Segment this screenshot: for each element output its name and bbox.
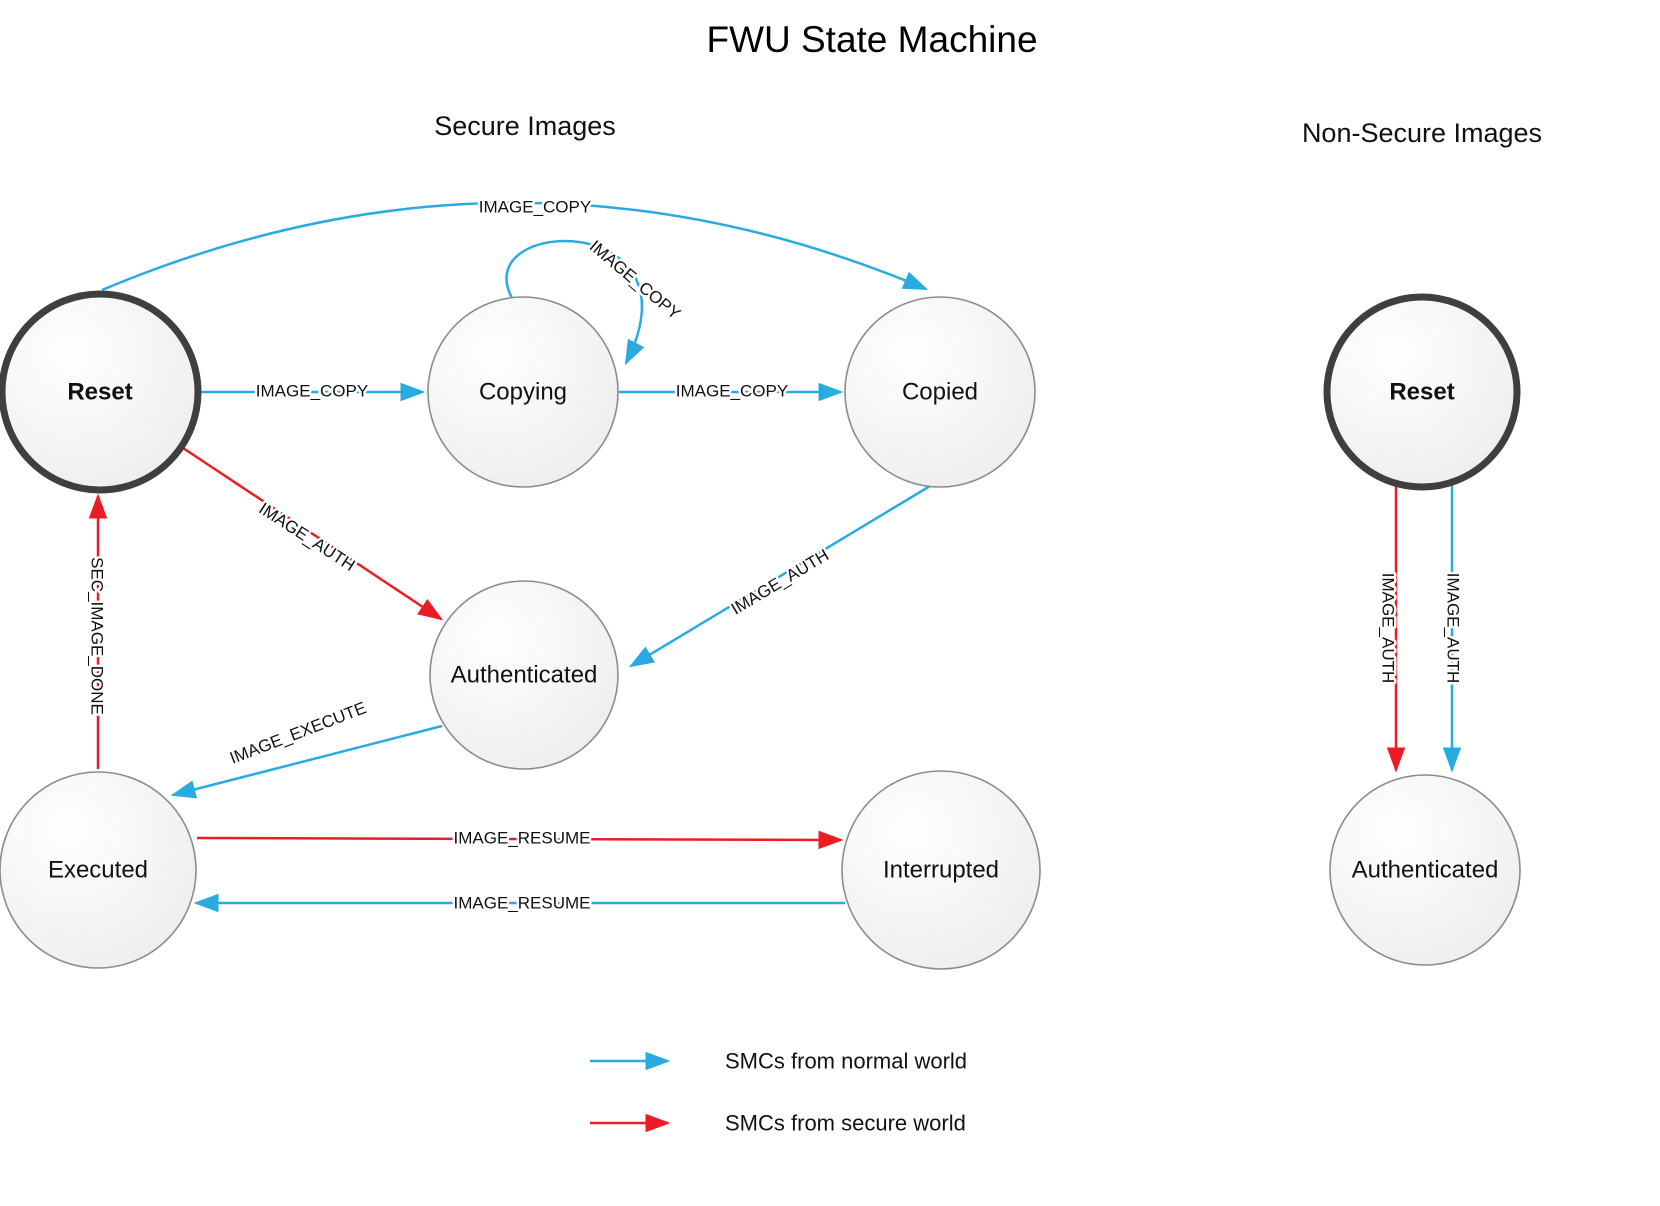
non-secure-section: Reset Authenticated IMAGE_AUTH IMAGE_AUT… [1323, 293, 1521, 966]
label-copying-to-copied: IMAGE_COPY [676, 382, 788, 401]
state-authenticated: Authenticated [429, 580, 619, 770]
state-circle-executed [0, 771, 197, 969]
transition-reset-to-copied-top-arc [101, 201, 929, 292]
label-interrupted-to-executed: IMAGE_RESUME [454, 894, 591, 913]
label-reset-to-authenticated: IMAGE_AUTH [255, 499, 358, 575]
label-executed-to-interrupted: IMAGE_RESUME [454, 829, 591, 848]
state-circle-reset-secure [0, 290, 202, 494]
state-circle-copied [844, 296, 1036, 488]
state-reset-non-secure: Reset [1323, 293, 1521, 491]
label-copied-to-authenticated: IMAGE_AUTH [728, 545, 833, 618]
state-label-reset-non-secure: Reset [1389, 379, 1454, 406]
state-executed: Executed [0, 771, 197, 969]
transition-copying-self-loop [505, 239, 645, 366]
state-circle-interrupted [841, 770, 1041, 970]
reset-to-copied-arrow [101, 201, 929, 292]
label-copying-self-loop: IMAGE_COPY [586, 237, 684, 324]
state-reset-secure: Reset [0, 290, 202, 494]
copied-to-authenticated-arrow [628, 484, 931, 668]
state-interrupted: Interrupted [841, 770, 1041, 970]
legend-label-normal-world: SMCs from normal world [725, 1049, 967, 1074]
state-circle-authenticated-non-secure [1329, 774, 1521, 966]
state-circle-authenticated [429, 580, 619, 770]
diagram-title: FWU State Machine [706, 19, 1037, 60]
copying-self-loop-arrow [505, 239, 645, 366]
secure-section: Reset Copying Copied Authenticated Execu… [0, 195, 1041, 970]
transition-reset-to-authenticated [179, 444, 444, 621]
state-label-authenticated-non-secure: Authenticated [1352, 857, 1499, 884]
state-circle-copying [427, 296, 619, 488]
label-ns-reset-to-authenticated-normal: IMAGE_AUTH [1444, 573, 1463, 684]
label-ns-reset-to-authenticated-secure: IMAGE_AUTH [1379, 573, 1398, 684]
state-authenticated-non-secure: Authenticated [1329, 774, 1521, 966]
state-label-executed: Executed [48, 857, 148, 884]
legend-label-secure-world: SMCs from secure world [725, 1111, 966, 1136]
state-copying: Copying [427, 296, 619, 488]
label-authenticated-to-executed: IMAGE_EXECUTE [227, 698, 369, 768]
label-reset-to-copied: IMAGE_COPY [479, 198, 591, 217]
transition-executed-to-interrupted [196, 830, 844, 850]
label-executed-to-reset: SEC_IMAGE_DONE [88, 557, 107, 715]
state-copied: Copied [844, 296, 1036, 488]
legend-item-secure-world: SMCs from secure world [590, 1111, 966, 1136]
reset-to-authenticated-arrow [179, 444, 444, 621]
section-header-non-secure: Non-Secure Images [1302, 118, 1542, 148]
state-circle-reset-non-secure [1323, 293, 1521, 491]
state-label-copied: Copied [902, 379, 978, 406]
label-reset-to-copying: IMAGE_COPY [256, 382, 368, 401]
authenticated-to-executed-arrow [170, 724, 443, 799]
transition-copied-to-authenticated [628, 484, 931, 668]
state-label-interrupted: Interrupted [883, 857, 999, 884]
section-header-secure: Secure Images [434, 111, 616, 141]
legend-item-normal-world: SMCs from normal world [590, 1049, 967, 1074]
executed-to-interrupted-arrow [196, 830, 844, 850]
transition-authenticated-to-executed [170, 724, 443, 799]
state-label-copying: Copying [479, 379, 567, 406]
legend: SMCs from normal world SMCs from secure … [590, 1049, 967, 1136]
state-label-authenticated: Authenticated [451, 662, 598, 689]
state-label-reset-secure: Reset [67, 379, 132, 406]
